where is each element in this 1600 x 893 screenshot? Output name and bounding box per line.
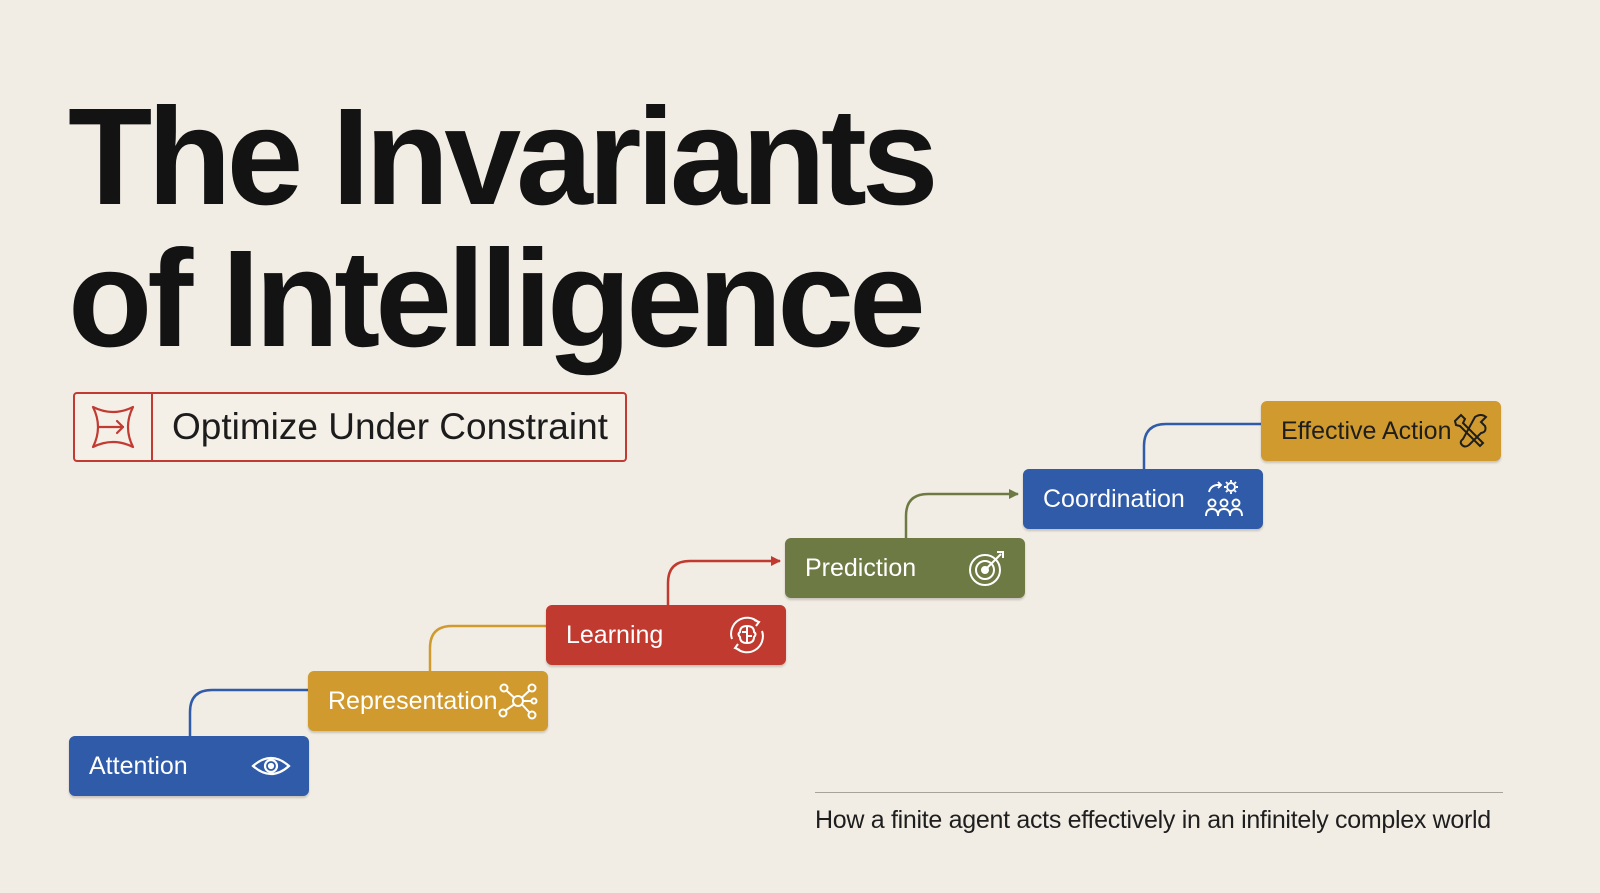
step-attention: Attention xyxy=(69,736,309,796)
step-label-coordination: Coordination xyxy=(1043,484,1185,513)
connector-representation-learning xyxy=(428,624,548,672)
connector-prediction-coordination xyxy=(904,489,1019,539)
brain-cycle-icon xyxy=(726,615,768,655)
step-learning: Learning xyxy=(546,605,786,665)
eye-icon xyxy=(251,752,291,780)
step-representation: Representation xyxy=(308,671,548,731)
step-label-effective-action: Effective Action xyxy=(1281,416,1452,445)
footer-divider xyxy=(815,792,1503,793)
network-nodes-icon xyxy=(498,681,538,721)
converge-arrows-icon xyxy=(75,394,153,460)
step-label-representation: Representation xyxy=(328,686,498,715)
principle-box: Optimize Under Constraint xyxy=(73,392,627,462)
step-label-attention: Attention xyxy=(89,751,188,780)
step-coordination: Coordination xyxy=(1023,469,1263,529)
connector-coordination-action xyxy=(1142,422,1262,469)
connector-learning-prediction xyxy=(666,556,781,605)
step-effective-action: Effective Action xyxy=(1261,401,1501,461)
principle-label: Optimize Under Constraint xyxy=(172,406,608,447)
page-title: The Invariants of Intelligence xyxy=(68,80,939,376)
title-line-2: of Intelligence xyxy=(68,222,926,376)
title-line-1: The Invariants xyxy=(68,80,939,234)
step-label-prediction: Prediction xyxy=(805,553,917,582)
tools-icon xyxy=(1451,411,1491,451)
step-label-learning: Learning xyxy=(566,620,664,649)
footer-caption: How a finite agent acts effectively in a… xyxy=(815,806,1491,834)
target-icon xyxy=(967,548,1007,588)
team-gear-icon xyxy=(1203,478,1245,520)
step-prediction: Prediction xyxy=(785,538,1025,598)
connector-attention-representation xyxy=(188,688,310,737)
